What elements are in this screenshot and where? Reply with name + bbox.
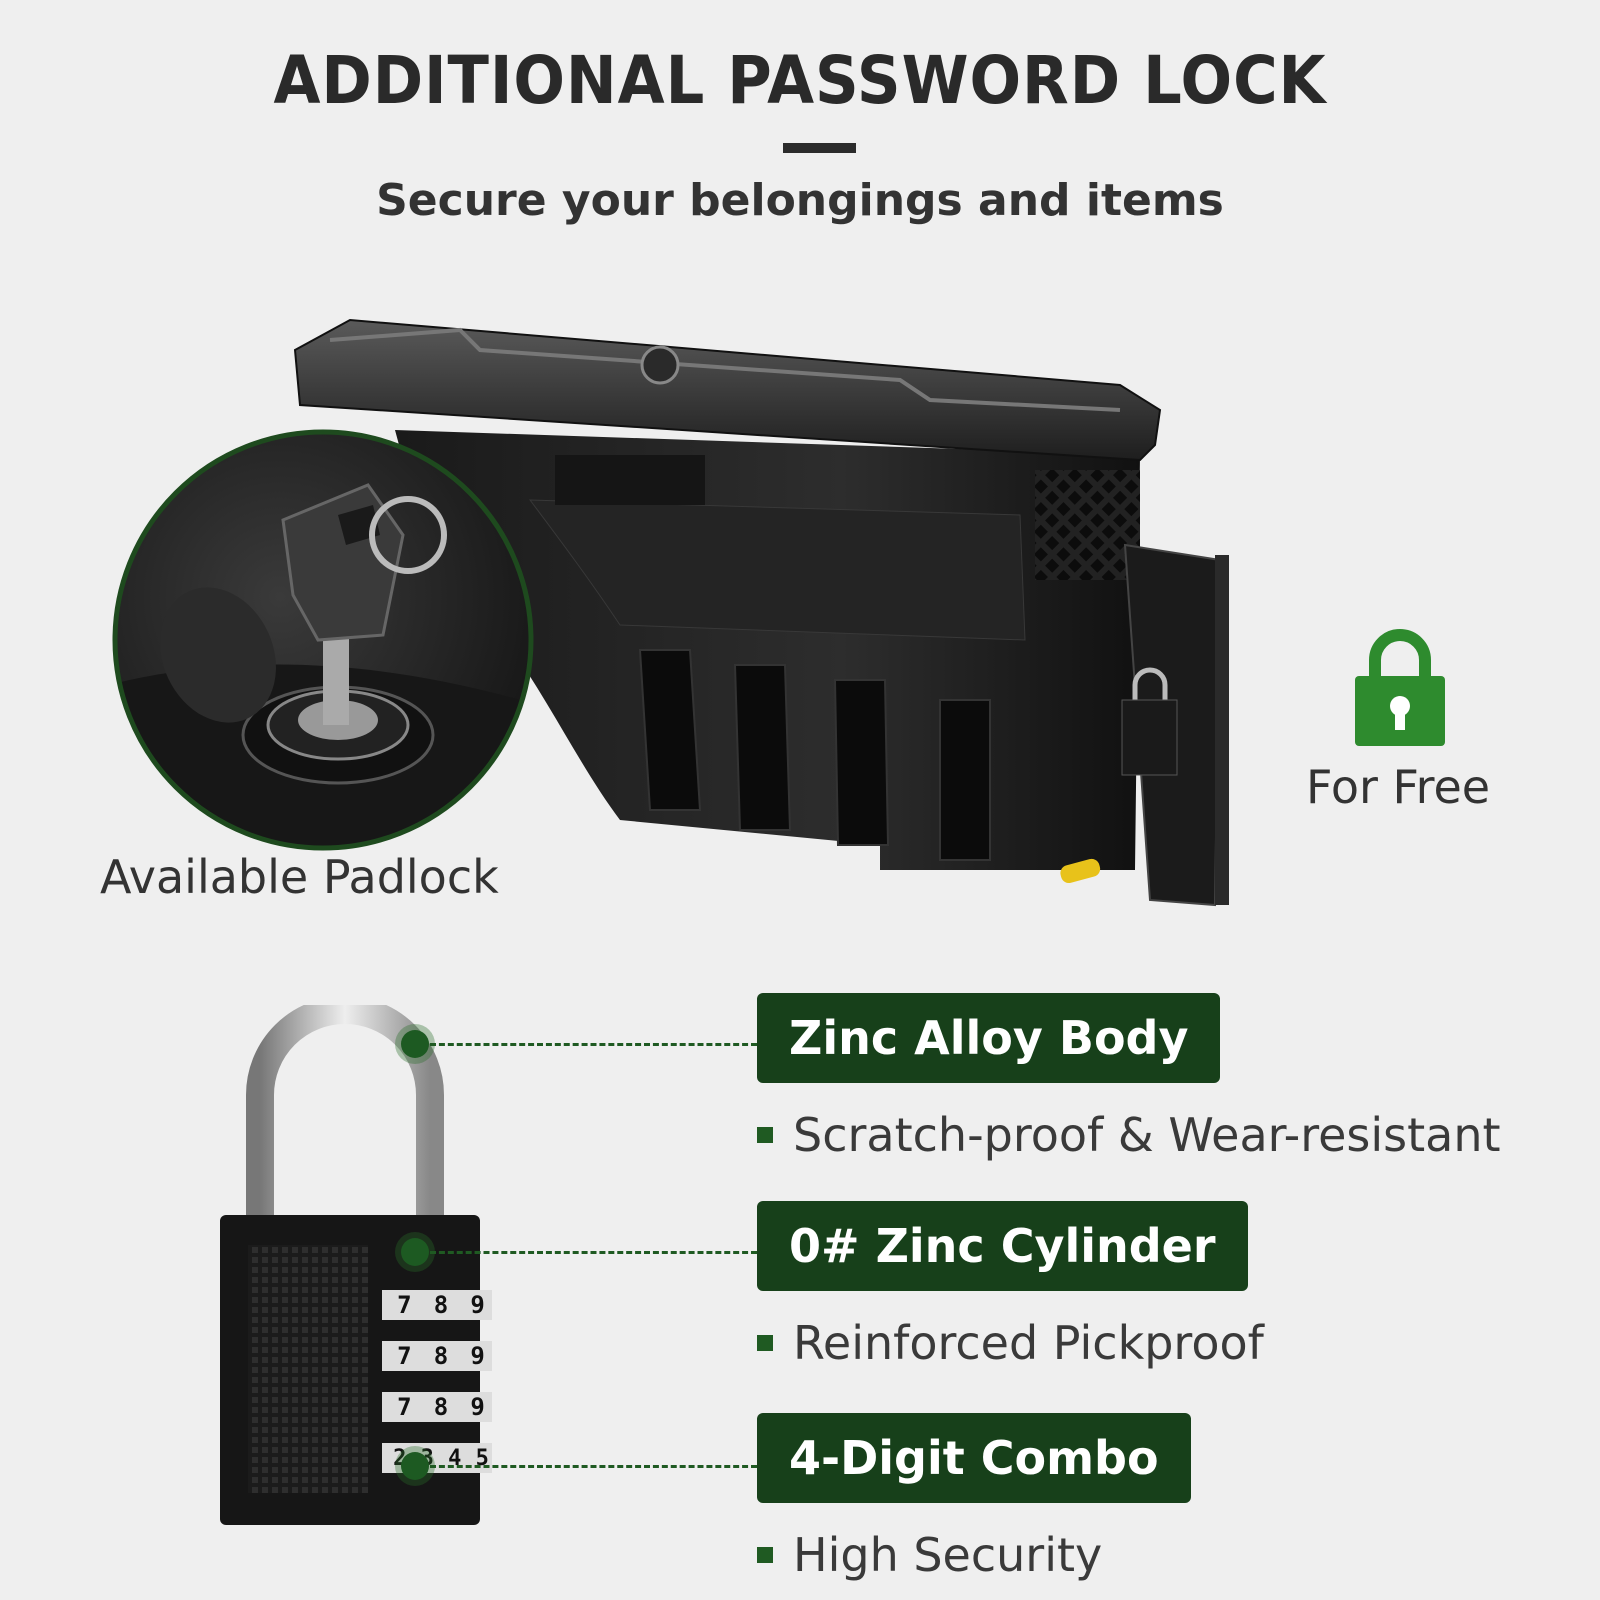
feature-tag-zinc-alloy-body: Zinc Alloy Body bbox=[757, 993, 1221, 1083]
page-subtitle: Secure your belongings and items bbox=[376, 175, 1224, 226]
callout-dot-cylinder bbox=[401, 1238, 429, 1266]
lock-icon bbox=[1355, 629, 1445, 746]
callout-dot-body bbox=[401, 1030, 429, 1058]
combo-dials bbox=[382, 1290, 492, 1473]
bullet-icon bbox=[757, 1126, 773, 1143]
feature-tag-zinc-cylinder: 0# Zinc Cylinder bbox=[757, 1201, 1248, 1291]
title-divider bbox=[783, 143, 856, 153]
bullet-icon bbox=[757, 1334, 773, 1351]
keylock-inset bbox=[112, 429, 534, 851]
combination-padlock bbox=[220, 1005, 492, 1525]
toolbox-image bbox=[293, 318, 1229, 907]
free-caption: For Free bbox=[1306, 760, 1491, 814]
feature-detail-1: Scratch-proof & Wear-resistant bbox=[757, 1108, 1501, 1162]
inset-caption: Available Padlock bbox=[100, 850, 499, 904]
leader-line-combo bbox=[430, 1465, 757, 1468]
page-title: ADDITIONAL PASSWORD LOCK bbox=[273, 42, 1327, 119]
leader-line-cylinder bbox=[430, 1251, 757, 1254]
callout-dot-combo bbox=[401, 1452, 429, 1480]
feature-detail-3: High Security bbox=[757, 1528, 1102, 1582]
bullet-icon bbox=[757, 1546, 773, 1563]
feature-tag-4-digit-combo: 4-Digit Combo bbox=[757, 1413, 1191, 1503]
feature-detail-2: Reinforced Pickproof bbox=[757, 1316, 1264, 1370]
leader-line-body bbox=[430, 1043, 757, 1046]
